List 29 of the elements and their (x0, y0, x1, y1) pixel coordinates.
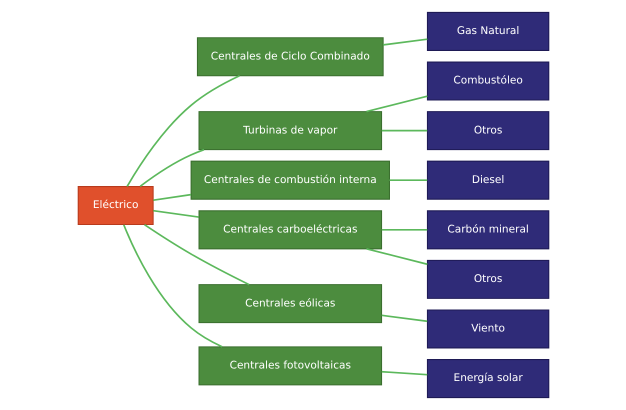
connector (381, 130, 427, 132)
connector (382, 38, 427, 46)
node-box: Turbinas de vapor (198, 111, 382, 150)
connector (388, 179, 427, 182)
node-box: Energía solar (426, 359, 549, 398)
connector (126, 75, 240, 187)
node-box: Centrales eólicas (198, 284, 382, 324)
connector (366, 248, 428, 266)
node-box: Eléctrico (77, 186, 154, 226)
connector (381, 228, 427, 231)
node-box: Otros (426, 260, 549, 299)
node-box: Viento (426, 309, 549, 348)
node-box: Centrales de combustión interna (190, 160, 390, 200)
node-box: Centrales de Ciclo Combinado (196, 37, 384, 76)
connector (122, 224, 222, 348)
node-box: Otros (426, 111, 549, 150)
node-box: Diesel (426, 160, 549, 200)
connector (139, 148, 204, 187)
connector (152, 194, 191, 201)
node-box: Centrales fotovoltaicas (198, 346, 382, 386)
connector (366, 95, 428, 112)
connector (381, 314, 427, 322)
connector (381, 370, 427, 376)
node-box: Carbón mineral (426, 210, 549, 250)
node-box: Gas Natural (426, 12, 549, 51)
connector (152, 210, 198, 218)
connector (144, 224, 249, 286)
node-box: Combustóleo (426, 62, 549, 101)
node-box: Centrales carboeléctricas (198, 210, 382, 250)
